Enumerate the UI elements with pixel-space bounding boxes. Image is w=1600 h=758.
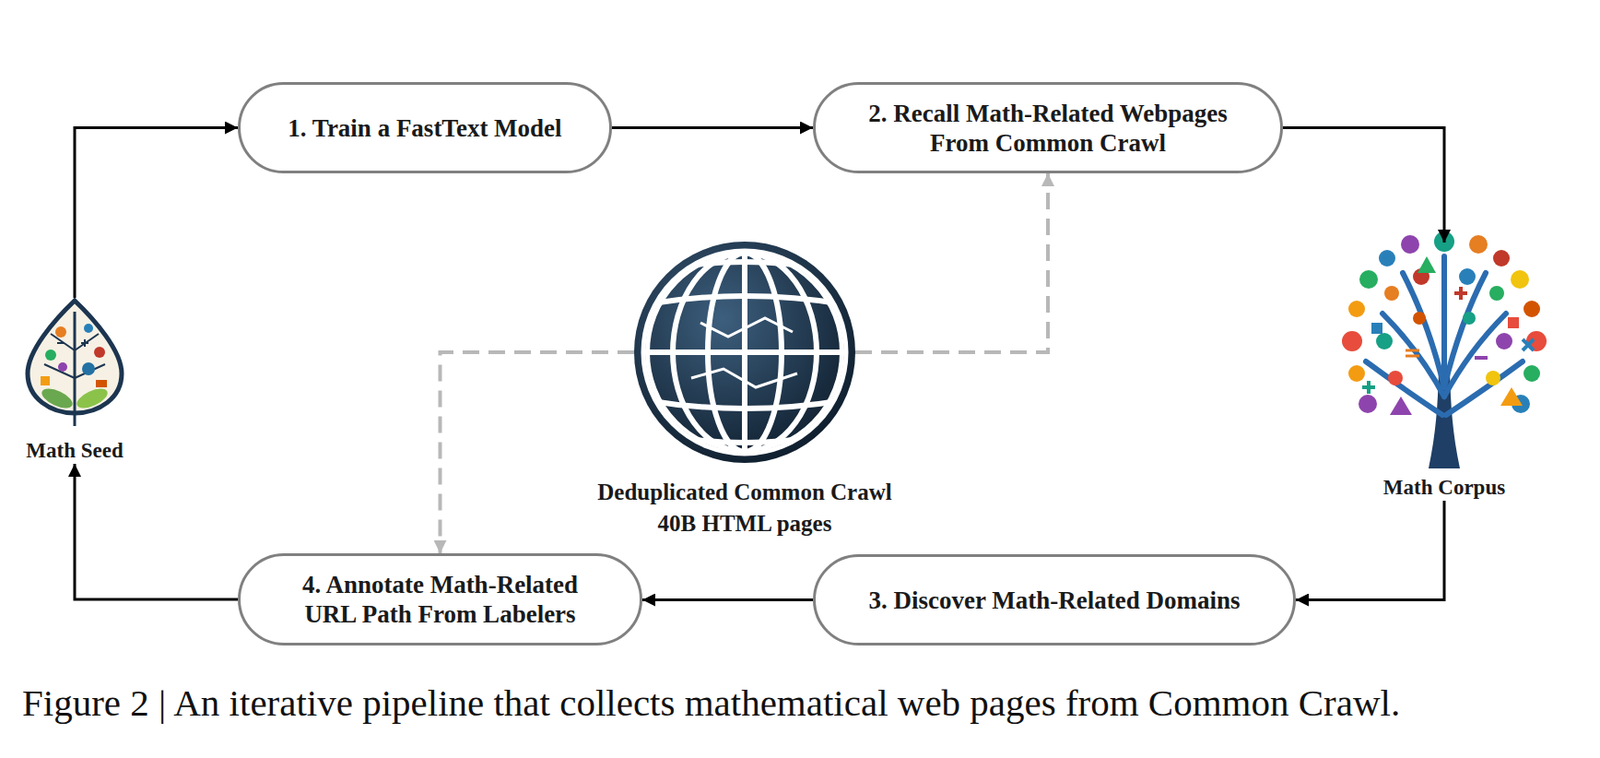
math-dot (94, 346, 106, 358)
grid-line (635, 349, 854, 355)
step-label: 4. Annotate Math-Related URL Path From L… (285, 569, 595, 629)
symbol-mark (1500, 387, 1523, 406)
symbol-dot (1495, 332, 1513, 350)
flow-arrow (1282, 128, 1445, 244)
process-box: 4. Annotate Math-Related URL Path From L… (237, 552, 643, 646)
symbol-mark (1362, 380, 1376, 394)
grid-line (645, 295, 845, 305)
symbol-dot (1434, 231, 1455, 252)
math-dot (55, 326, 67, 338)
tree-branches (1365, 256, 1523, 415)
icon-label: Math Corpus (1383, 474, 1506, 501)
flow-arrow (1295, 500, 1445, 600)
symbol-mark (1522, 339, 1534, 351)
grid-line (700, 317, 793, 337)
symbol-dot (1348, 364, 1365, 382)
symbol-mark (1454, 286, 1468, 300)
symbol-dot (1510, 270, 1530, 289)
step-label: 2. Recall Math-Related Webpages From Com… (854, 98, 1242, 158)
flow-arrow (642, 598, 813, 601)
symbol-dot (1388, 370, 1403, 386)
crawl-globe: Deduplicated Common Crawl 40B HTML pages (634, 241, 856, 463)
symbol-dot (1384, 285, 1400, 301)
figure-caption: Figure 2 | An iterative pipeline that co… (22, 680, 1400, 725)
math-mark (95, 379, 107, 388)
grid-line (691, 368, 798, 388)
tree-branch (1402, 272, 1445, 388)
symbol-dot (1493, 249, 1510, 267)
icon-label: Math Seed (25, 437, 123, 464)
seed-node: Math Seed (5, 297, 144, 464)
math-dot (82, 362, 95, 376)
tree-branch (1365, 361, 1443, 415)
symbol-dot (1462, 311, 1476, 325)
symbol-dot (1523, 364, 1541, 382)
flow-arrow (74, 128, 238, 299)
math-mark (57, 341, 65, 344)
symbol-mark (1405, 350, 1420, 356)
symbol-mark (1474, 355, 1488, 360)
step-label: 3. Discover Math-Related Domains (869, 585, 1241, 615)
tree-branch (1446, 361, 1523, 415)
process-box: 1. Train a FastText Model (237, 82, 612, 174)
symbol-dot (1485, 370, 1501, 386)
globe-icon (634, 241, 856, 463)
math-dot (83, 323, 94, 333)
symbol-dot (1412, 311, 1426, 325)
symbol-mark (1507, 317, 1519, 329)
symbol-dot (1358, 394, 1377, 413)
flow-arrow (611, 126, 813, 130)
symbol-mark (1371, 322, 1383, 334)
dashed-arrow (440, 352, 636, 553)
leaf-green (38, 384, 75, 412)
grid-line (645, 400, 845, 409)
globe-grid (635, 248, 854, 456)
math-mark (81, 339, 89, 347)
seed-icon (27, 300, 122, 426)
corpus-node: Math Corpus (1333, 242, 1555, 501)
symbol-dot (1489, 285, 1505, 301)
tree-branch (1441, 256, 1448, 378)
corpus-tree (1341, 231, 1547, 469)
dashed-arrow (855, 173, 1048, 353)
flow-arrow (74, 463, 238, 600)
symbol-dot (1400, 235, 1420, 254)
leaf-vein (74, 333, 99, 351)
symbol-dot (1523, 300, 1541, 318)
process-box: 3. Discover Math-Related Domains (812, 553, 1296, 646)
math-mark (40, 376, 50, 386)
leaf-green (73, 384, 110, 412)
symbol-dot (1376, 332, 1393, 350)
process-box: 2. Recall Math-Related Webpages From Com… (812, 82, 1283, 174)
globe-rim (643, 250, 847, 454)
icon-label: Deduplicated Common Crawl 40B HTML pages (588, 476, 902, 540)
symbol-dot (1378, 249, 1396, 267)
symbol-dot (1348, 300, 1365, 318)
symbol-dot (1458, 268, 1476, 285)
symbol-dot (1469, 235, 1488, 254)
symbol-mark (1417, 256, 1436, 273)
globe-disc (634, 241, 856, 463)
tree-branch (1444, 313, 1506, 397)
step-label: 1. Train a FastText Model (287, 113, 562, 143)
symbol-mark (1389, 396, 1412, 415)
symbol-dot (1341, 330, 1363, 352)
tree-branch (1444, 272, 1486, 388)
math-dot (45, 349, 57, 361)
symbol-dot (1359, 270, 1378, 289)
math-dot (58, 362, 68, 372)
leaf-stem (73, 311, 77, 426)
